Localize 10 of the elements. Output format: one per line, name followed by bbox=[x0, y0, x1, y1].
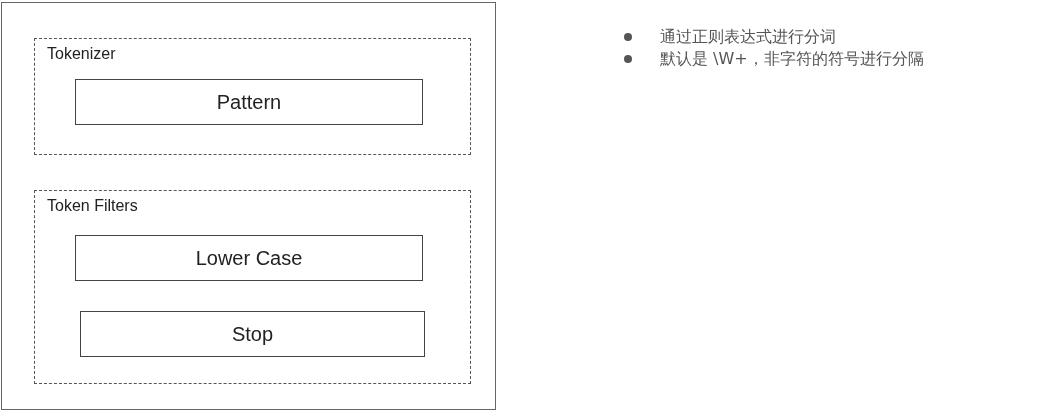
process-box: Pattern bbox=[75, 79, 423, 125]
group-heading: Token Filters bbox=[47, 197, 138, 215]
process-box: Stop bbox=[80, 311, 425, 357]
frame-box bbox=[1, 2, 496, 410]
process-box: Lower Case bbox=[75, 235, 423, 281]
bullet-text: 默认是 \W+，非字符的符号进行分隔 bbox=[660, 49, 924, 68]
group-heading: Tokenizer bbox=[47, 45, 116, 63]
dashed-group-box bbox=[34, 38, 471, 155]
bullet-text: 通过正则表达式进行分词 bbox=[660, 27, 836, 46]
dashed-group-box bbox=[34, 190, 471, 384]
